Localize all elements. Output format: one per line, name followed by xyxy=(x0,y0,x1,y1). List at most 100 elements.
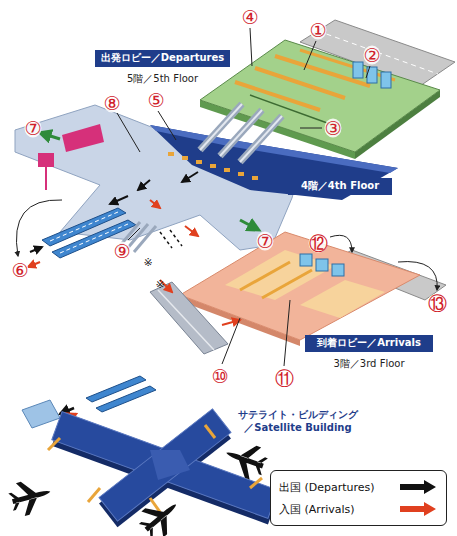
floor-name: サテライト・ビルディング／Satellite Building xyxy=(236,408,360,435)
jetway xyxy=(88,488,100,502)
legend-row: 入国 (Arrivals) xyxy=(279,498,438,520)
sign-pole xyxy=(45,167,47,190)
floor-name: 出発ロビー／Departures xyxy=(95,50,230,67)
escalator-rail xyxy=(200,104,242,150)
platform-edge xyxy=(150,125,398,173)
window-pane xyxy=(300,254,312,266)
floor-name: 到着ロビー／Arrivals xyxy=(305,335,433,352)
callout-number: ⑪ xyxy=(275,369,294,388)
gate-sign xyxy=(62,124,104,152)
callout-number: ⑦ xyxy=(24,119,41,138)
legend-arrow-shape xyxy=(400,502,436,516)
leader-line xyxy=(117,113,140,152)
callout-number: ⑤ xyxy=(147,91,164,110)
legend-arrow xyxy=(398,501,438,517)
jetway xyxy=(205,425,215,438)
departure-flow-arrow xyxy=(138,180,150,190)
legend-text: 出国 (Departures) xyxy=(279,480,375,495)
escalator xyxy=(240,116,282,162)
arrival-flow-arrow xyxy=(150,200,160,208)
floor-level: 5階／5th Floor xyxy=(95,73,230,86)
airplane xyxy=(134,491,187,536)
leader-line xyxy=(158,111,176,140)
counter xyxy=(262,270,312,298)
departure-flow-arrow xyxy=(110,196,128,204)
callout-number: ⑫ xyxy=(309,234,328,253)
dashed-path xyxy=(160,232,172,248)
departure-flow-arrow xyxy=(30,247,42,252)
baggage-area xyxy=(225,250,335,300)
floor-label: サテライト・ビルディング／Satellite Building xyxy=(236,408,360,435)
leader-curve xyxy=(16,200,62,256)
gate-marker xyxy=(252,176,258,180)
floor-name: 4階／4th Floor xyxy=(288,178,392,195)
dashed-path xyxy=(170,230,182,246)
arrival-slope xyxy=(150,282,228,354)
callout-number: ⑥ xyxy=(11,261,28,280)
leader-line xyxy=(300,128,322,129)
window-pane xyxy=(367,67,377,83)
gate-sign xyxy=(38,153,54,167)
gate-marker xyxy=(196,160,202,164)
callout-number: ① xyxy=(309,21,326,40)
window-pane xyxy=(353,62,363,78)
legend-text: 入国 (Arrivals) xyxy=(279,502,355,517)
escalator-rail xyxy=(240,116,282,162)
leader-line xyxy=(284,300,290,366)
window-pane xyxy=(381,72,391,88)
fourth-floor-platform xyxy=(150,125,398,200)
window-pane xyxy=(332,264,344,276)
note-mark: ※ xyxy=(143,257,152,268)
floor-label: 4階／4th Floor xyxy=(288,178,392,195)
leader-line xyxy=(366,66,370,78)
callout-number: ⑩ xyxy=(211,367,228,386)
callout-number: ⑧ xyxy=(103,94,120,113)
callout-number: ⑬ xyxy=(428,294,447,313)
lobby-line xyxy=(250,95,330,124)
leader-curve xyxy=(398,262,437,290)
gate-marker xyxy=(238,172,244,176)
callout-number: ③ xyxy=(324,119,341,138)
window-pane xyxy=(316,259,328,271)
leader-line xyxy=(128,228,140,240)
leader-line xyxy=(222,318,240,364)
note-mark: ※ xyxy=(155,279,164,290)
legend-arrow-shape xyxy=(400,480,436,494)
walkway xyxy=(22,400,60,428)
exit-arrow xyxy=(240,220,255,228)
airplane xyxy=(220,437,270,483)
arrival-flow-arrow xyxy=(185,226,198,236)
slope-rail xyxy=(158,290,214,350)
departure-flow-arrow xyxy=(182,172,198,182)
gate-marker xyxy=(168,152,174,156)
checkin-counter xyxy=(275,56,370,86)
floor-level: 3階／3rd Floor xyxy=(305,358,433,371)
legend-row: 出国 (Departures) xyxy=(279,476,438,498)
jetway xyxy=(250,478,262,488)
jetway xyxy=(48,438,60,450)
train-windows xyxy=(50,212,118,241)
gate-marker xyxy=(210,164,216,168)
legend-arrow xyxy=(398,479,438,495)
floor-label: 出発ロビー／Departures 5階／5th Floor xyxy=(95,50,230,85)
satellite-hub xyxy=(150,450,190,480)
satellite-arm xyxy=(99,409,231,521)
callout-number: ⑨ xyxy=(113,242,130,261)
floor-label: 到着ロビー／Arrivals 3階／3rd Floor xyxy=(305,335,433,370)
lobby-area xyxy=(300,280,385,318)
escalator-rail xyxy=(220,110,262,156)
arrivals-floor xyxy=(180,232,420,340)
callout-number: ② xyxy=(363,46,380,65)
callout-number: ④ xyxy=(241,8,258,27)
arrival-flow-arrow xyxy=(28,262,40,267)
ramp xyxy=(134,226,156,252)
shuttle-train xyxy=(96,386,156,412)
airplane xyxy=(6,475,54,518)
gate-marker xyxy=(182,156,188,160)
arm-roof xyxy=(99,409,231,521)
leader-line xyxy=(304,41,316,70)
callout-number: ⑦ xyxy=(256,232,273,251)
leader-lines xyxy=(16,28,437,366)
